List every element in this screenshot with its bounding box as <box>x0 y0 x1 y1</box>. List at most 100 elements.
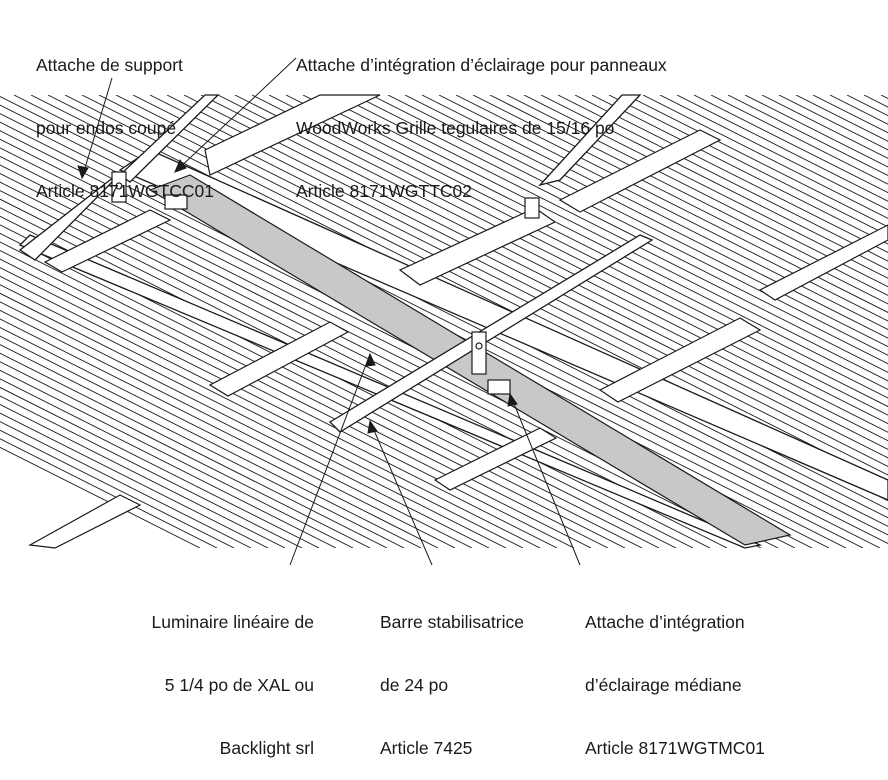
label-line: Article 8171WGTTC02 <box>296 181 473 201</box>
linear-light-fixture <box>148 174 792 546</box>
label-mid-clip: Attache d’intégration d’éclairage médian… <box>585 570 765 780</box>
label-line: d’éclairage médiane <box>585 675 742 695</box>
hatch-line <box>0 95 422 548</box>
slat <box>28 494 142 549</box>
hatch-line <box>0 95 762 548</box>
label-line: Article 8171WGTMC01 <box>585 738 765 758</box>
hatch-line <box>0 95 694 548</box>
hatch-line <box>523 95 888 548</box>
hatch-line <box>353 95 888 548</box>
grid-clip <box>524 197 540 219</box>
hatch-line <box>0 95 371 548</box>
hatch-line <box>149 95 888 548</box>
hatch-line <box>710 95 888 548</box>
hatch-line <box>438 95 888 548</box>
hatch-line <box>625 95 888 548</box>
hatch-line <box>200 95 888 548</box>
hatch-line <box>642 95 888 548</box>
hatch-line <box>0 95 354 548</box>
leader-line <box>509 393 581 566</box>
hatch-line <box>0 95 218 548</box>
end-clip-hole <box>115 182 123 190</box>
hatch-line <box>0 95 235 548</box>
hatch-line <box>0 95 558 548</box>
hatch-line <box>0 95 252 548</box>
label-line: Attache d’intégration d’éclairage pour p… <box>296 55 667 75</box>
mid-clip-hole <box>475 342 483 350</box>
hatch-line <box>727 95 888 548</box>
hatch-line <box>0 95 524 548</box>
hatch-line <box>0 95 320 548</box>
mid-clip-base <box>487 379 511 395</box>
cross-runner-mid <box>538 94 642 187</box>
hatch-line <box>0 95 592 548</box>
hatch-line <box>676 95 888 548</box>
leader-lines <box>77 57 581 566</box>
label-line: pour endos coupé <box>36 118 177 138</box>
label-linear-fixture: Luminaire linéaire de 5 1/4 po de XAL ou… <box>100 570 314 780</box>
hatch-line <box>0 95 286 548</box>
arrowhead <box>507 392 518 407</box>
hatch-line <box>0 95 201 548</box>
hatch-line <box>421 95 888 548</box>
hatch-line <box>0 95 490 548</box>
label-line: Backlight srl <box>219 738 314 758</box>
leader-line <box>369 420 433 566</box>
label-line: Attache d’intégration <box>585 612 745 632</box>
hatch-line <box>336 95 888 548</box>
hatch-line <box>0 95 575 548</box>
hatch-line <box>0 95 303 548</box>
label-line: de 24 po <box>380 675 449 695</box>
hatch-line <box>540 95 888 548</box>
hatch-line <box>455 95 888 548</box>
hatch-line <box>302 95 888 548</box>
hatch-line <box>319 95 888 548</box>
label-end-support-clip: Attache de support pour endos coupé Arti… <box>36 13 214 223</box>
hatch-line <box>591 95 888 548</box>
hatch-line <box>608 95 888 548</box>
label-line: Attache de support <box>36 55 183 75</box>
hatch-line <box>0 95 439 548</box>
ceiling-grid-diagram <box>0 57 888 566</box>
hatch-line <box>557 95 888 548</box>
hatch-line <box>0 95 456 548</box>
hatch-line <box>183 95 888 548</box>
hatch-line <box>166 95 888 548</box>
slat <box>398 207 557 286</box>
hatch-line <box>0 95 541 548</box>
hatch-line <box>234 95 888 548</box>
label-line: Luminaire linéaire de <box>151 612 314 632</box>
hatch-line <box>693 95 888 548</box>
hatch-line <box>0 95 405 548</box>
label-stabilizer-bar: Barre stabilisatrice de 24 po Article 74… <box>380 570 524 780</box>
leader-line <box>81 77 113 179</box>
slat <box>208 321 350 397</box>
slat <box>558 129 722 213</box>
hatch-line <box>0 95 643 548</box>
stabilizer-bar <box>328 234 654 433</box>
clips <box>111 171 540 395</box>
arrowhead <box>367 419 378 434</box>
hatch-line <box>0 95 388 548</box>
hatch-line <box>0 95 745 548</box>
slat <box>433 427 558 491</box>
hatch-line <box>251 95 888 548</box>
leader-line <box>289 353 371 566</box>
hatch-line <box>132 95 888 548</box>
arrowhead <box>365 352 376 367</box>
hatch-line <box>0 95 269 548</box>
slat <box>758 224 888 301</box>
hatch-line <box>0 95 711 548</box>
integration-clip <box>164 194 188 210</box>
hatch-line <box>0 95 473 548</box>
leader-line <box>174 57 297 173</box>
slat <box>204 94 381 176</box>
label-line: Article 8171WGTCC01 <box>36 181 214 201</box>
hatch-line <box>268 95 888 548</box>
arrowhead <box>77 165 89 180</box>
wood-slats <box>28 94 888 549</box>
mid-clip <box>471 331 487 375</box>
label-line: WoodWorks Grille tegulaires de 15/16 po <box>296 118 615 138</box>
hatch-line <box>574 95 888 548</box>
hatch-line <box>387 95 888 548</box>
